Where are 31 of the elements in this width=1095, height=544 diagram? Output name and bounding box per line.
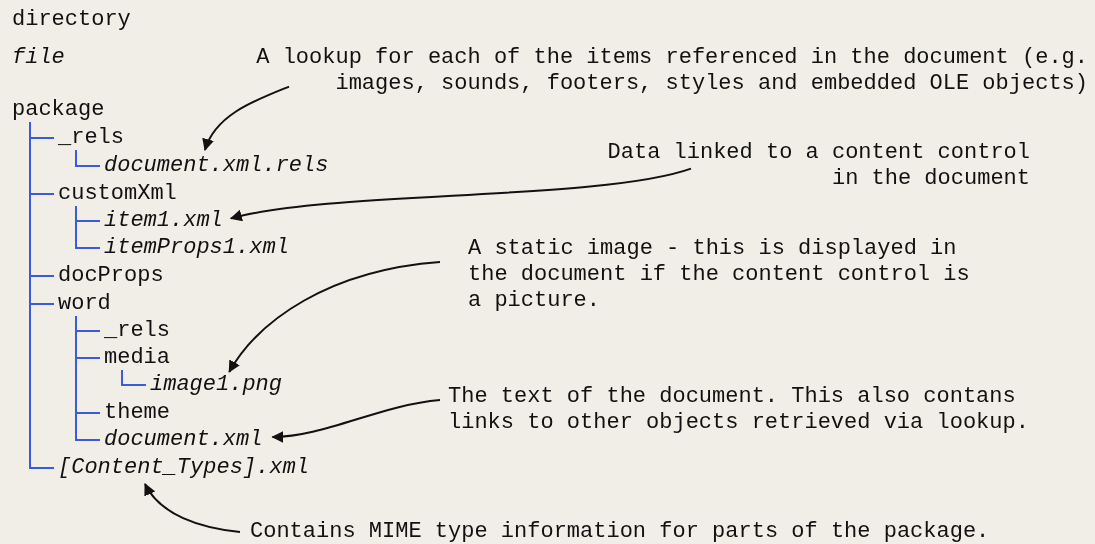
folder-name: _rels (58, 125, 124, 151)
tree-line (75, 315, 101, 441)
arrow (144, 483, 241, 533)
file-name: [Content_Types].xml (58, 455, 309, 481)
key-text: directory (12, 7, 131, 33)
file-name: document.xml.rels (104, 153, 329, 179)
annotation-text: Contains MIME type information for parts of the package. (250, 519, 990, 544)
folder-name: _rels (104, 318, 170, 344)
tree-line (75, 149, 101, 167)
file-name: item1.xml (104, 208, 223, 234)
arrow (203, 85, 290, 151)
tree-line (121, 369, 147, 386)
tree-line (75, 205, 101, 249)
file-name: itemProps1.xml (104, 235, 289, 261)
arrow (229, 167, 692, 222)
annotation-text: Data linked to a content control in the document (578, 140, 1030, 192)
tree-line (29, 121, 55, 469)
folder-name: theme (104, 400, 170, 426)
file-name: document.xml (104, 427, 263, 453)
folder-name: docProps (58, 263, 164, 289)
key-text: file (12, 45, 65, 71)
folder-name: word (58, 291, 111, 317)
folder-name: media (104, 345, 170, 371)
arrow (228, 261, 441, 373)
file-name: image1.png (150, 372, 283, 398)
folder-name: package (12, 97, 105, 123)
annotation-text: A static image - this is displayed in the document if the content control is a picture. (468, 236, 993, 314)
folder-name: customXml (58, 181, 177, 207)
annotation-text: A lookup for each of the items referenced in the document (e.g. images, sounds, footers, styles and embedded OLE objects) (210, 45, 1088, 97)
arrow (271, 399, 441, 443)
annotation-text: The text of the document. This also contans links to other objects retrieved via lookup. (448, 384, 1060, 436)
